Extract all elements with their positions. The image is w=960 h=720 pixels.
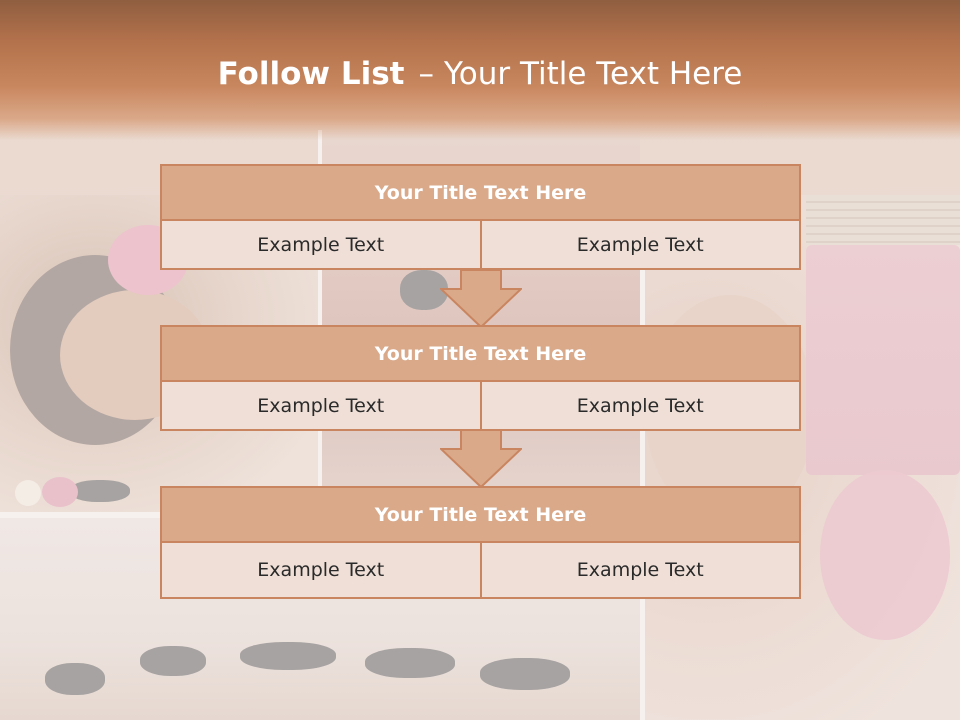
block-cell-right[interactable]: Example Text bbox=[479, 382, 800, 429]
block-row: Example Text Example Text bbox=[160, 543, 801, 599]
window-blinds bbox=[806, 195, 960, 245]
stone-icon bbox=[140, 646, 206, 676]
stone-icon bbox=[365, 648, 455, 678]
stone-icon bbox=[45, 663, 105, 695]
block-row: Example Text Example Text bbox=[160, 382, 801, 431]
pink-towel bbox=[806, 245, 960, 475]
stone-icon bbox=[480, 658, 570, 690]
block-cell-left[interactable]: Example Text bbox=[257, 559, 385, 581]
block-title[interactable]: Your Title Text Here bbox=[160, 486, 801, 543]
block-cell-left[interactable]: Example Text bbox=[257, 394, 385, 417]
candle-icon bbox=[42, 477, 78, 507]
block-cell-left[interactable]: Example Text bbox=[257, 233, 385, 256]
pearl-icon bbox=[15, 480, 41, 506]
title-rest: Your Title Text Here bbox=[443, 56, 743, 92]
lily-flower-icon bbox=[820, 470, 950, 640]
block-cell-right[interactable]: Example Text bbox=[479, 221, 800, 268]
block-cell-right[interactable]: Example Text bbox=[479, 543, 800, 597]
block-title[interactable]: Your Title Text Here bbox=[160, 164, 801, 221]
stone-icon bbox=[70, 480, 130, 502]
block-title[interactable]: Your Title Text Here bbox=[160, 325, 801, 382]
header-band bbox=[0, 0, 960, 140]
down-arrow-icon bbox=[440, 430, 522, 488]
collage-divider bbox=[640, 195, 645, 720]
block-row: Example Text Example Text bbox=[160, 221, 801, 270]
list-block-3: Your Title Text Here Example Text Exampl… bbox=[160, 486, 801, 599]
stone-icon bbox=[400, 270, 448, 310]
list-block-1: Your Title Text Here Example Text Exampl… bbox=[160, 164, 801, 270]
list-block-2: Your Title Text Here Example Text Exampl… bbox=[160, 325, 801, 431]
slide-title: Follow List–Your Title Text Here bbox=[0, 56, 960, 92]
stone-icon bbox=[240, 642, 336, 670]
down-arrow-icon bbox=[440, 270, 522, 328]
title-separator: – bbox=[418, 56, 434, 92]
title-bold: Follow List bbox=[217, 56, 405, 92]
